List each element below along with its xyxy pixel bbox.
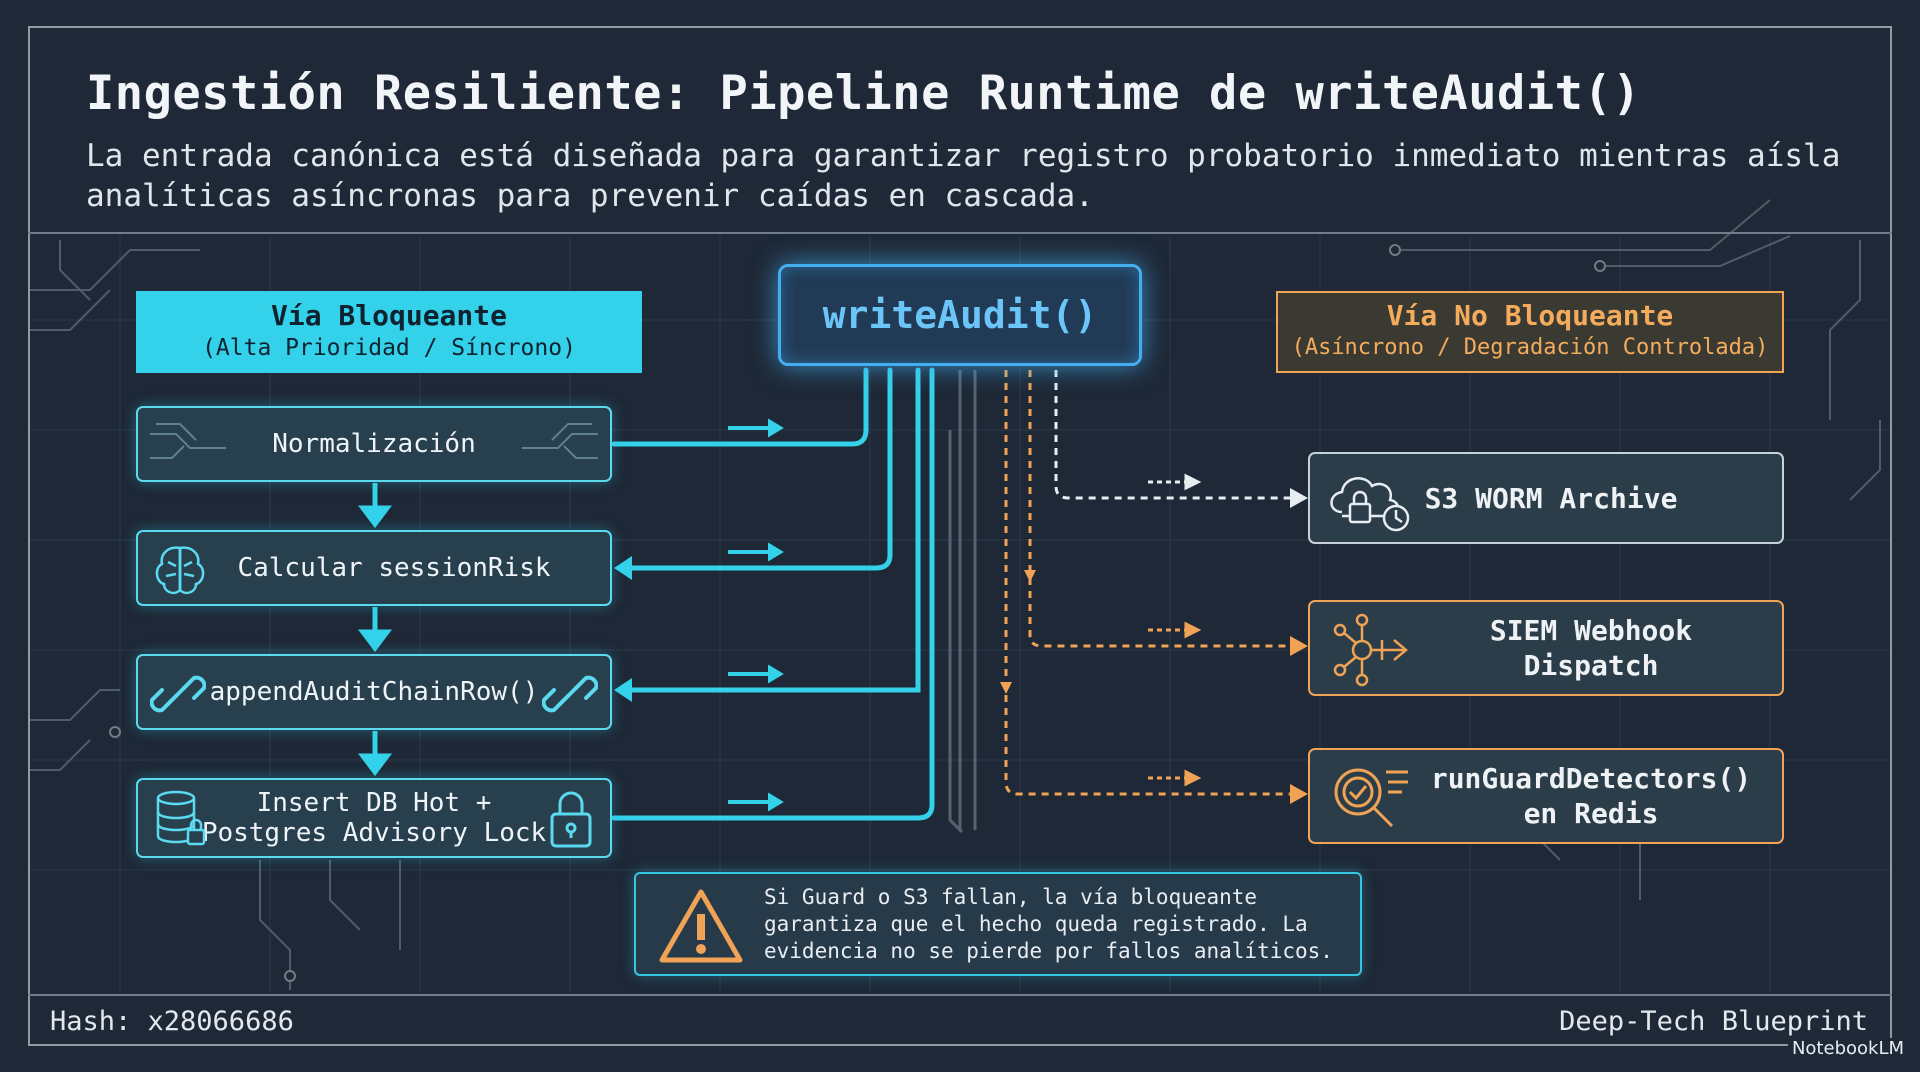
blocking-path-header: Vía Bloqueante (Alta Prioridad / Síncron…: [136, 291, 642, 373]
step-label: appendAuditChainRow(): [209, 677, 539, 707]
cloud-lock-clock-icon: [1330, 477, 1410, 532]
warning-callout: Si Guard o S3 fallan, la vía bloqueante …: [634, 872, 1362, 976]
step-label: S3 WORM Archive: [1424, 481, 1678, 515]
page-title: Ingestión Resiliente: Pipeline Runtime d…: [86, 66, 1642, 121]
footer-divider: [28, 994, 1892, 996]
database-lock-icon: [156, 790, 206, 846]
blocking-path-subtitle: (Alta Prioridad / Síncrono): [202, 335, 576, 361]
step-calcular-sessionrisk: Calcular sessionRisk: [136, 530, 612, 606]
magnifier-check-icon: [1334, 768, 1408, 828]
step-s3-worm-archive: S3 WORM Archive: [1308, 452, 1784, 544]
chain-link-icon: [150, 675, 206, 713]
step-insert-db-hot: Insert DB Hot + Postgres Advisory Lock: [136, 778, 612, 858]
footer-tag: Deep-Tech Blueprint: [1559, 1006, 1868, 1037]
circuit-icon: [150, 423, 226, 459]
step-label: Normalización: [272, 429, 476, 459]
step-runguarddetectors: runGuardDetectors() en Redis: [1308, 748, 1784, 844]
warning-text: Si Guard o S3 fallan, la vía bloqueante …: [764, 885, 1333, 963]
writeaudit-node: writeAudit(): [778, 264, 1142, 366]
padlock-icon: [550, 791, 592, 848]
page-subtitle: La entrada canónica está diseñada para g…: [86, 138, 1841, 214]
nonblocking-path-subtitle: (Asíncrono / Degradación Controlada): [1291, 335, 1769, 360]
step-label: SIEM Webhook Dispatch: [1489, 614, 1693, 682]
network-share-icon: [1333, 613, 1408, 687]
blocking-path-title: Vía Bloqueante: [270, 299, 507, 332]
warning-triangle-icon: [659, 889, 743, 963]
circuit-icon: [522, 423, 598, 459]
brain-icon: [155, 546, 205, 595]
outer-frame: [28, 26, 1892, 1046]
step-appendauditchainrow: appendAuditChainRow(): [136, 654, 612, 730]
nonblocking-path-header: Vía No Bloqueante (Asíncrono / Degradaci…: [1276, 291, 1784, 373]
step-label: runGuardDetectors() en Redis: [1430, 762, 1752, 830]
footer-hash: Hash: x28066686: [50, 1006, 294, 1037]
nonblocking-path-title: Vía No Bloqueante: [1386, 299, 1674, 332]
step-normalizacion: Normalización: [136, 406, 612, 482]
chain-link-icon: [542, 675, 598, 713]
step-label: Insert DB Hot + Postgres Advisory Lock: [201, 788, 547, 848]
header-divider: [28, 232, 1892, 234]
step-label: Calcular sessionRisk: [237, 553, 551, 583]
brand-label: NotebookLM: [1787, 1038, 1908, 1059]
step-siem-webhook: SIEM Webhook Dispatch: [1308, 600, 1784, 696]
